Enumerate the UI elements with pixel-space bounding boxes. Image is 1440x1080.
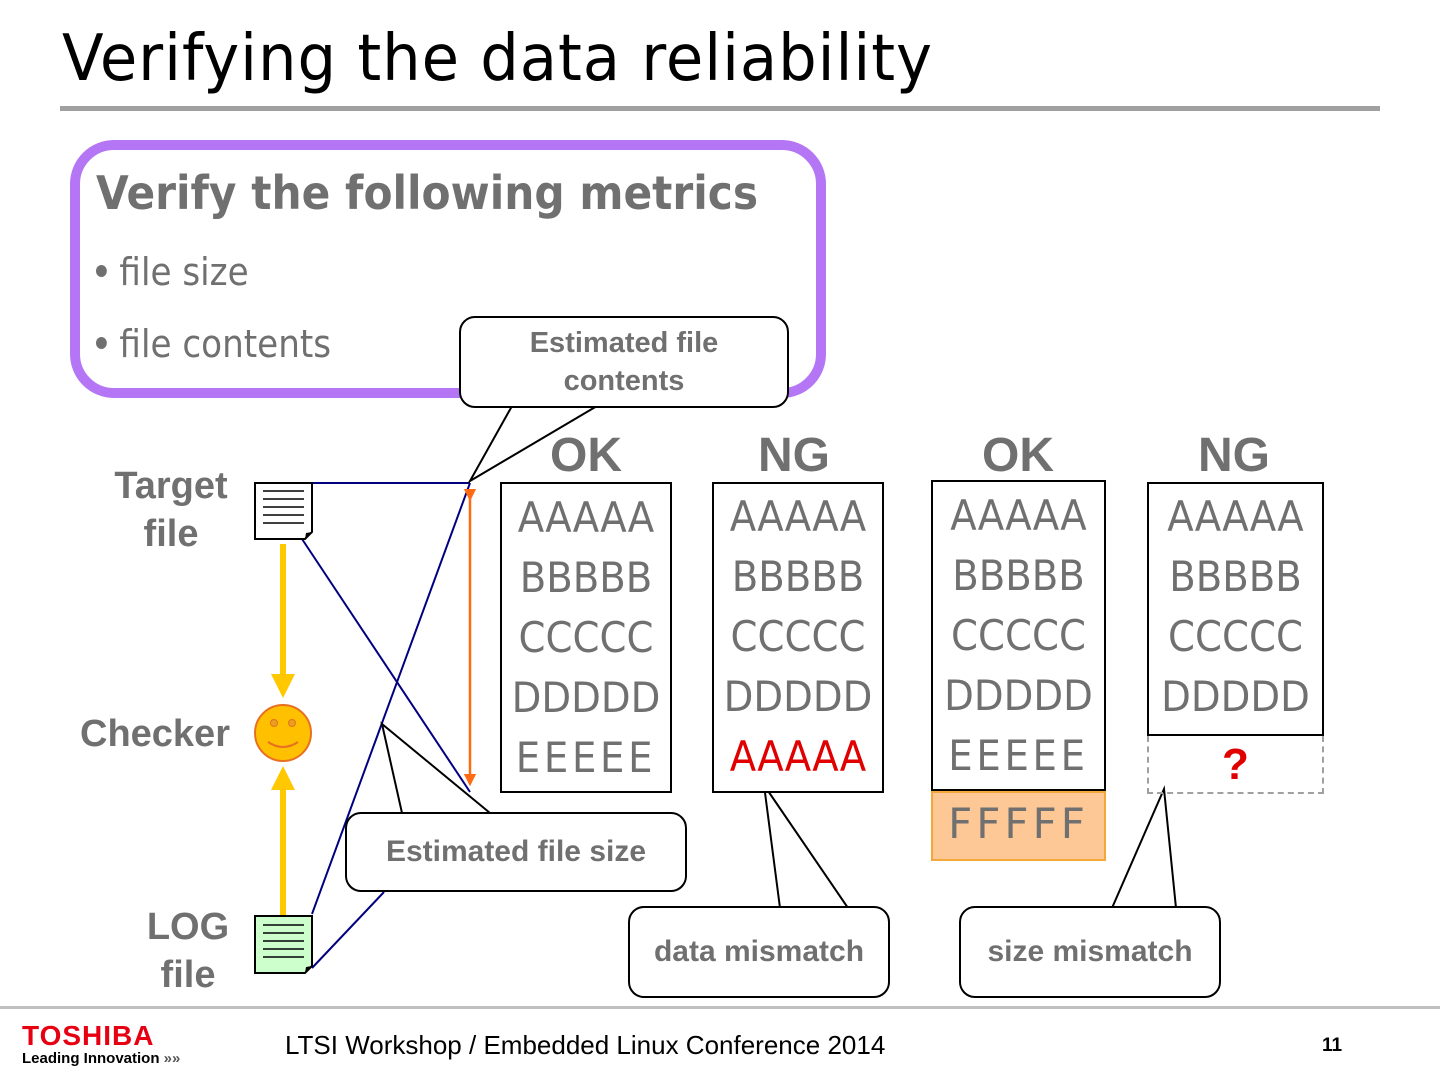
file-row: DDDDD	[723, 672, 873, 721]
chevrons-icon: »»	[163, 1050, 181, 1067]
case-4-status: NG	[1198, 429, 1270, 482]
bullet-icon	[96, 336, 107, 349]
file-row: AAAAA	[1167, 492, 1304, 541]
estimated-size-callout: Estimated file size	[345, 812, 687, 892]
target-file-icon	[254, 482, 313, 540]
metrics-heading: Verify the following metrics	[96, 166, 759, 220]
callout-text: Estimated file	[529, 327, 719, 359]
file-row: CCCCC	[518, 613, 654, 662]
brand-tagline: Leading Innovation »»	[22, 1050, 180, 1067]
checker-smiley-icon	[254, 704, 312, 762]
log-top-connector	[311, 482, 471, 915]
file-row: CCCCC	[1168, 612, 1303, 661]
event-name: LTSI Workshop / Embedded Linux Conferenc…	[285, 1030, 886, 1060]
file-row: CCCCC	[951, 611, 1086, 660]
bullet-icon	[96, 264, 107, 277]
metric-item-file-size: file size	[96, 250, 249, 294]
tagline-text: Leading Innovation	[22, 1050, 160, 1067]
file-row: AAAAA	[517, 493, 655, 542]
log-file-label: LOG file	[130, 903, 246, 999]
slide-title: Verifying the data reliability	[62, 22, 933, 96]
file-row: BBBBB	[952, 551, 1085, 600]
case-2-status: NG	[758, 429, 830, 482]
case-2-file: AAAAA BBBBB CCCCC DDDDD AAAAA	[712, 482, 884, 793]
log-label-line: file	[160, 954, 216, 996]
file-row: BBBBB	[731, 552, 865, 601]
title-divider	[60, 106, 1380, 111]
mismatched-row: AAAAA	[729, 732, 867, 781]
missing-data-placeholder: ?	[1147, 736, 1324, 794]
case-1-file: AAAAA BBBBB CCCCC DDDDD EEEEE	[500, 482, 672, 793]
log-file-icon	[254, 915, 313, 974]
file-row: EEEEE	[948, 731, 1089, 780]
case-4-file: AAAAA BBBBB CCCCC DDDDD	[1147, 482, 1324, 736]
target-label-line: Target	[114, 465, 228, 507]
metric-label: file size	[119, 250, 249, 294]
size-mismatch-callout-tail	[1111, 785, 1177, 909]
log-label-line: LOG	[146, 906, 230, 948]
case-3-status: OK	[982, 429, 1054, 482]
file-row: DDDDD	[511, 673, 661, 722]
checker-label: Checker	[80, 713, 230, 755]
case-3-file: AAAAA BBBBB CCCCC DDDDD EEEEE	[931, 480, 1106, 791]
log-bottom-connector	[311, 891, 385, 969]
size-mismatch-callout: size mismatch	[959, 906, 1221, 998]
metric-label: file contents	[119, 322, 332, 366]
toshiba-logo: TOSHIBA	[22, 1020, 155, 1051]
target-label-line: file	[143, 513, 199, 555]
data-mismatch-callout-tail	[763, 784, 849, 909]
data-mismatch-callout: data mismatch	[628, 906, 890, 998]
footer-divider	[0, 1006, 1440, 1009]
file-row: AAAAA	[729, 492, 867, 541]
callout-text: contents	[563, 365, 685, 397]
page-number: 11	[1322, 1035, 1343, 1056]
estimated-contents-callout-tail	[467, 405, 598, 484]
estimated-contents-callout: Estimated file contents	[459, 316, 789, 408]
target-bottom-connector	[301, 538, 471, 793]
case-1-status: OK	[550, 429, 622, 482]
file-row: BBBBB	[1169, 552, 1302, 601]
file-row: DDDDD	[1161, 672, 1310, 721]
file-row: DDDDD	[944, 671, 1093, 720]
file-row: EEEEE	[515, 733, 657, 782]
metrics-panel	[70, 140, 826, 398]
file-row: CCCCC	[730, 612, 866, 661]
estimated-size-callout-tail	[380, 721, 491, 814]
target-file-label: Target file	[96, 462, 246, 558]
metric-item-file-contents: file contents	[96, 322, 331, 366]
file-row: BBBBB	[519, 553, 653, 602]
file-row: AAAAA	[950, 491, 1087, 540]
extra-data-row: FFFFF	[931, 791, 1106, 861]
